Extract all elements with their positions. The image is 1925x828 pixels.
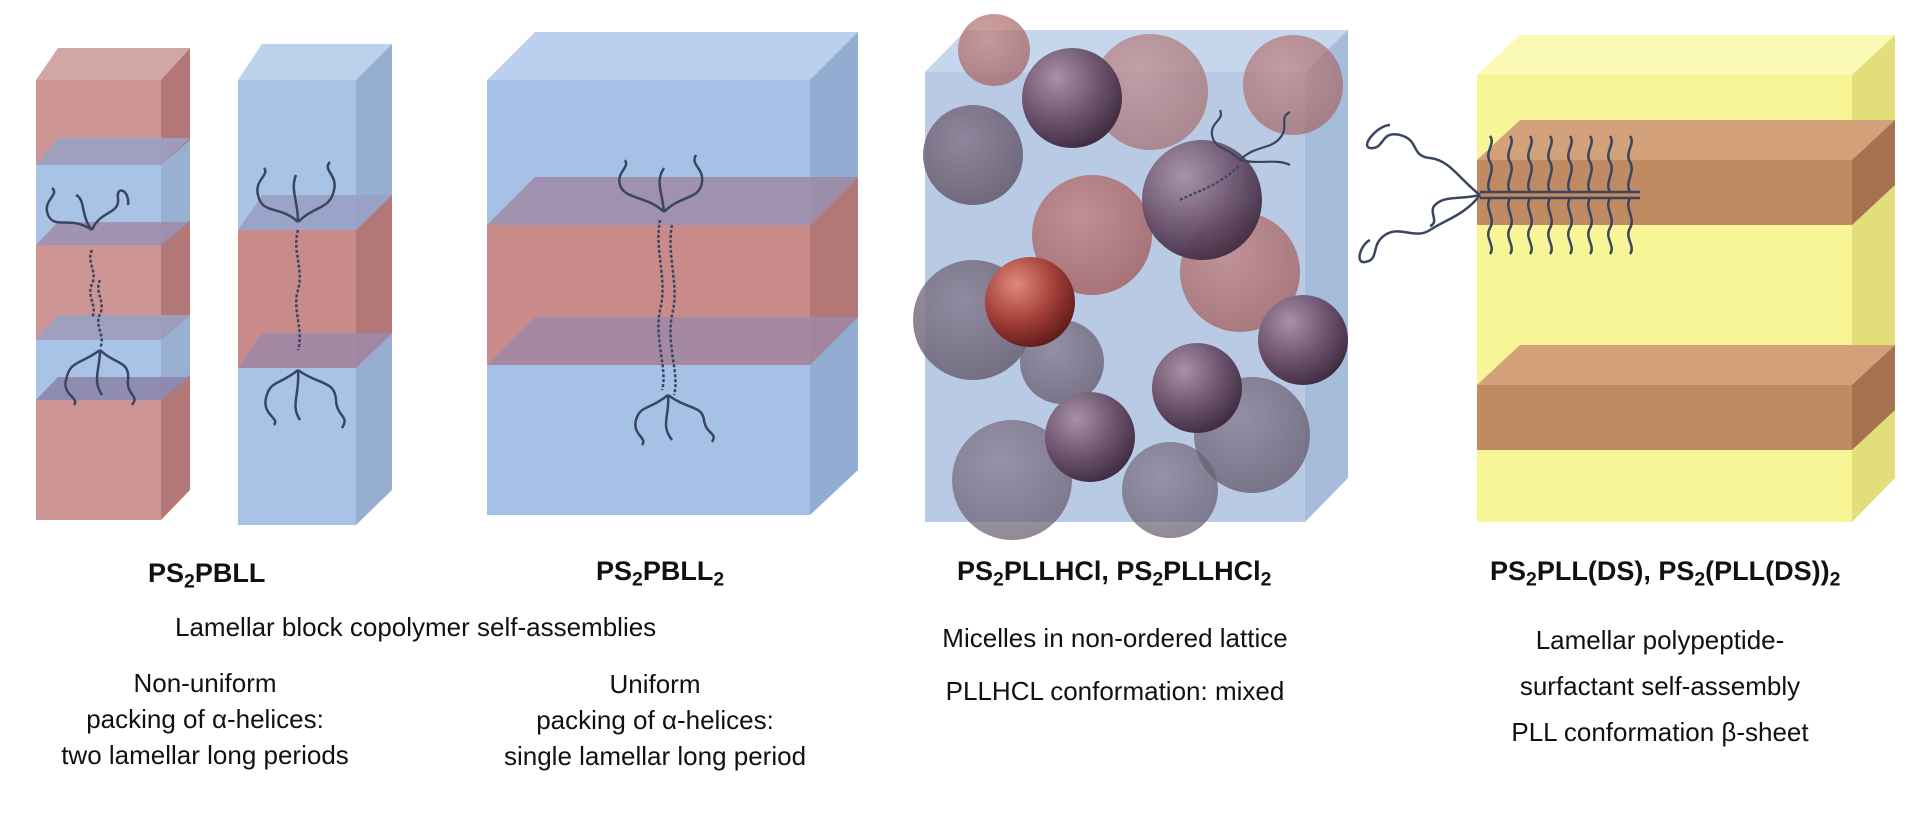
title-ps2pbll2: PS2PBLL2 (596, 556, 725, 591)
left-description: Non-uniform packing of α-helices: two la… (40, 665, 370, 773)
title-ps2pllhcl: PS2PLLHCl, PS2PLLHCl2 (957, 556, 1272, 591)
left-desc-line-1: Non-uniform (133, 668, 277, 698)
surfactant-box (1358, 35, 1895, 522)
micelle-box (913, 14, 1348, 540)
mid-desc-line-2: packing of α-helices: (536, 705, 774, 735)
micelle-desc-line-2: PLLHCL conformation: mixed (945, 676, 1285, 706)
prism-ps2pbll2 (487, 32, 858, 515)
micelle-desc-line-1: Micelles in non-ordered lattice (942, 623, 1288, 653)
prism-ps2pbll-blue (238, 44, 392, 525)
prism-ps2pbll-nonuniform (36, 48, 190, 520)
right-desc-line-1: Lamellar polypeptide- (1535, 625, 1785, 655)
mid-desc-line-3: single lamellar long period (503, 741, 807, 771)
right-desc-line-2: surfactant self-assembly (1519, 671, 1801, 701)
micelle-description: Micelles in non-ordered lattice PLLHCL c… (920, 612, 1310, 718)
left-desc-line-3: two lamellar long periods (61, 740, 349, 770)
mid-desc-line-1: Uniform (609, 669, 701, 699)
right-desc-line-3: PLL conformation β-sheet (1511, 717, 1809, 747)
right-description: Lamellar polypeptide- surfactant self-as… (1480, 617, 1840, 755)
title-ps2pbll: PS2PBLL (148, 558, 266, 593)
title-ps2plldS: PS2PLL(DS), PS2(PLL(DS))2 (1490, 556, 1841, 591)
lamellar-caption: Lamellar block copolymer self-assemblies (175, 612, 657, 642)
mid-description: Uniform packing of α-helices: single lam… (480, 666, 830, 774)
left-desc-line-2: packing of α-helices: (86, 704, 324, 734)
